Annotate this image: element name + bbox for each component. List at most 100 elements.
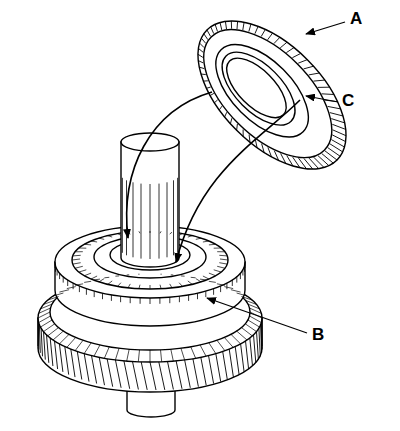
tooth-stroke: [139, 231, 140, 233]
tooth-stroke: [217, 266, 225, 268]
tooth-stroke: [214, 100, 217, 103]
tooth-stroke: [207, 30, 211, 36]
tooth-stroke: [262, 318, 263, 346]
tooth-stroke: [287, 156, 293, 166]
tooth-stroke: [333, 130, 346, 136]
tooth-stroke: [220, 259, 228, 260]
tooth-stroke: [107, 359, 113, 387]
tooth-stroke: [67, 280, 68, 286]
tooth-stroke: [225, 112, 227, 117]
tooth-stroke: [181, 275, 185, 276]
tooth-stroke: [150, 298, 151, 304]
tooth-stroke: [161, 350, 162, 362]
tooth-stroke: [44, 324, 55, 332]
tooth-stroke: [209, 281, 216, 282]
tooth-stroke: [170, 284, 172, 288]
tooth-stroke: [245, 262, 246, 268]
tooth-stroke: [211, 27, 214, 34]
tooth-stroke: [91, 241, 97, 242]
tooth-stroke: [179, 234, 182, 236]
tooth-stroke: [220, 23, 222, 31]
tooth-stroke: [77, 352, 82, 380]
tooth-stroke: [79, 248, 86, 249]
tooth-stroke: [243, 22, 244, 30]
tooth-stroke: [115, 348, 119, 360]
tooth-stroke: [322, 93, 334, 95]
tooth-stroke: [141, 184, 142, 259]
tooth-stroke: [318, 156, 329, 166]
tooth-stroke: [159, 362, 165, 390]
tooth-stroke: [215, 24, 217, 31]
tooth-stroke: [245, 324, 256, 332]
tooth-stroke: [280, 42, 287, 48]
tooth-stroke: [241, 344, 245, 372]
tooth-stroke: [48, 328, 59, 336]
callout-letter: B: [312, 326, 324, 343]
tooth-stroke: [44, 332, 46, 360]
tooth-stroke: [191, 347, 196, 359]
gear-a: [172, 0, 373, 195]
tooth-stroke: [199, 67, 204, 69]
tooth-stroke: [48, 297, 59, 301]
tooth-stroke: [216, 354, 221, 382]
tooth-stroke: [118, 283, 121, 287]
tooth-stroke: [40, 304, 52, 309]
tooth-stroke: [209, 244, 216, 246]
shaft: [121, 133, 179, 267]
tooth-stroke: [99, 279, 104, 282]
tooth-stroke: [181, 348, 185, 360]
tooth-stroke: [248, 320, 260, 327]
tooth-stroke: [53, 331, 63, 340]
tooth-stroke: [304, 66, 314, 69]
tooth-stroke: [203, 276, 209, 279]
tooth-stroke: [176, 361, 182, 389]
tooth-stroke: [209, 273, 216, 276]
tooth-stroke: [231, 290, 241, 292]
tooth-stroke: [214, 270, 221, 272]
tooth-stroke: [246, 341, 249, 369]
tooth-stroke: [179, 296, 180, 302]
tooth-stroke: [226, 283, 227, 289]
tooth-stroke: [122, 178, 123, 253]
tooth-stroke: [314, 80, 325, 81]
tooth-stroke: [53, 293, 63, 296]
tooth-stroke: [318, 87, 330, 88]
tooth-stroke: [75, 266, 83, 268]
tooth-stroke: [217, 251, 225, 252]
tooth-stroke: [203, 241, 209, 242]
callout-letter: A: [350, 10, 362, 27]
tooth-stroke: [102, 293, 103, 299]
tooth-stroke: [185, 360, 191, 388]
tooth-stroke: [159, 298, 160, 304]
tooth-stroke: [84, 343, 91, 354]
tooth-stroke: [120, 296, 121, 302]
tooth-stroke: [140, 298, 141, 304]
tooth-stroke: [261, 30, 265, 37]
tooth-stroke: [188, 281, 192, 285]
tooth-stroke: [332, 124, 345, 129]
tooth-stroke: [159, 184, 160, 259]
tooth-stroke: [75, 251, 83, 252]
tooth-stroke: [198, 61, 203, 63]
tooth-stroke: [214, 248, 221, 249]
tooth-stroke: [209, 343, 216, 354]
tooth-stroke: [219, 255, 227, 257]
tooth-stroke: [50, 338, 53, 366]
tooth-stroke: [104, 277, 109, 279]
tooth-stroke: [223, 352, 228, 380]
tooth-stroke: [220, 286, 221, 292]
tooth-stroke: [203, 80, 208, 81]
tooth-stroke: [59, 273, 60, 279]
tooth-stroke: [200, 345, 206, 356]
tooth-stroke: [196, 238, 201, 239]
tooth-stroke: [236, 277, 237, 283]
tooth-stroke: [235, 347, 239, 375]
tooth-stroke: [328, 148, 341, 157]
tooth-stroke: [217, 284, 225, 286]
tooth-stroke: [332, 135, 345, 142]
tooth-stroke: [201, 357, 206, 385]
tooth-stroke: [167, 182, 168, 257]
tooth-stroke: [72, 259, 80, 260]
tooth-stroke: [209, 356, 214, 384]
tooth-stroke: [198, 48, 203, 52]
